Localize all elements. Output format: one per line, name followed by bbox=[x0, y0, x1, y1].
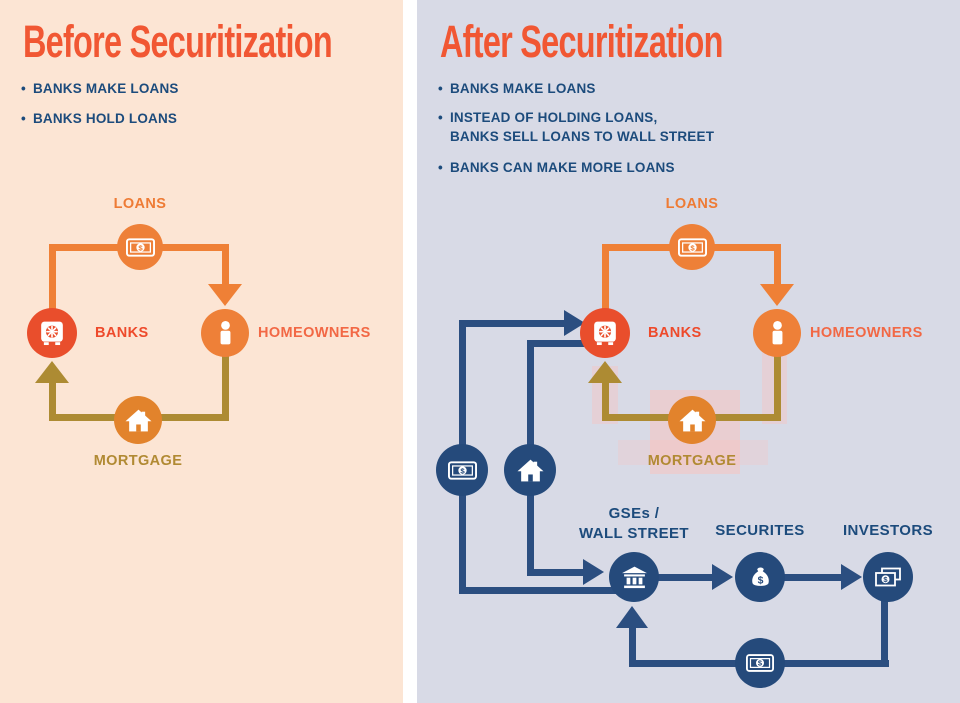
svg-text:$: $ bbox=[758, 659, 763, 668]
homeowners-node bbox=[753, 309, 801, 357]
loan-path-line bbox=[221, 243, 229, 286]
svg-text:$: $ bbox=[138, 243, 143, 252]
banks-label: BANKS bbox=[648, 325, 702, 341]
investors-node: $ bbox=[863, 552, 913, 602]
vault-icon bbox=[592, 320, 618, 346]
page-title: Before Securitization bbox=[23, 16, 333, 67]
arrow-to-gses-icon bbox=[583, 559, 604, 585]
bullet-text: BANKS HOLD LOANS bbox=[32, 111, 178, 126]
bullet-dot: • bbox=[21, 81, 26, 96]
house-icon bbox=[125, 408, 152, 432]
loans-node: $ bbox=[117, 224, 163, 270]
artifact-halo bbox=[618, 440, 768, 465]
securities-to-investors-line bbox=[784, 573, 842, 581]
loans-node: $ bbox=[669, 224, 715, 270]
cash-to-banks-line bbox=[458, 319, 566, 327]
homeowners-node bbox=[201, 309, 249, 357]
bullet-text: BANKS MAKE LOANS bbox=[449, 81, 596, 96]
loans-to-wallstreet-line bbox=[526, 568, 585, 576]
arrow-to-gses-icon bbox=[616, 606, 648, 628]
svg-text:$: $ bbox=[883, 574, 888, 583]
bullet-item: • BANKS HOLD LOANS bbox=[21, 109, 177, 128]
sold-loan-node bbox=[504, 444, 556, 496]
homeowners-label: HOMEOWNERS bbox=[258, 325, 371, 341]
arrow-to-homeowners-icon bbox=[208, 284, 242, 306]
svg-text:$: $ bbox=[460, 466, 465, 475]
arrow-to-securities-icon bbox=[712, 564, 733, 590]
bullet-item: • BANKS MAKE LOANS bbox=[21, 79, 179, 98]
loans-label: LOANS bbox=[665, 196, 719, 212]
investor-cash-return-line bbox=[881, 598, 888, 666]
house-icon bbox=[517, 458, 544, 482]
bullet-item: • INSTEAD OF HOLDING LOANS, BANKS SELL LO… bbox=[438, 108, 714, 146]
gses-wallstreet-label: GSEs / WALL STREET bbox=[554, 504, 714, 544]
securities-node: $ bbox=[735, 552, 785, 602]
loan-path-line bbox=[773, 243, 781, 286]
money-bag-icon: $ bbox=[749, 564, 772, 591]
bullet-dot: • bbox=[438, 81, 443, 96]
money-bill-icon: $ bbox=[746, 654, 774, 672]
arrow-to-banks-icon bbox=[564, 310, 585, 336]
return-cash-node: $ bbox=[735, 638, 785, 688]
bullet-text: BANKS CAN MAKE MORE LOANS bbox=[449, 160, 675, 175]
gses-to-securities-line bbox=[658, 573, 714, 581]
person-icon bbox=[216, 320, 235, 346]
mortgage-label: MORTGAGE bbox=[647, 453, 737, 469]
bullet-dot: • bbox=[438, 160, 443, 175]
bullet-text: BANKS MAKE LOANS bbox=[32, 81, 179, 96]
mortgage-node bbox=[114, 396, 162, 444]
bullet-line: BANKS SELL LOANS TO WALL STREET bbox=[449, 129, 715, 144]
loan-path-line bbox=[601, 243, 609, 311]
money-stack-icon: $ bbox=[874, 567, 902, 588]
bullet-item: • BANKS CAN MAKE MORE LOANS bbox=[438, 158, 675, 177]
mortgage-path-line bbox=[601, 383, 609, 420]
vault-icon bbox=[39, 320, 65, 346]
arrow-to-banks-icon bbox=[35, 361, 69, 383]
investor-cash-return-line bbox=[628, 628, 636, 663]
bullet-item: • BANKS MAKE LOANS bbox=[438, 79, 596, 98]
bullet-line: INSTEAD OF HOLDING LOANS, bbox=[449, 110, 658, 125]
securities-label: SECURITES bbox=[715, 522, 805, 539]
bullet-dot: • bbox=[438, 110, 443, 125]
arrow-to-investors-icon bbox=[841, 564, 862, 590]
bank-building-icon bbox=[621, 566, 648, 589]
svg-text:$: $ bbox=[690, 243, 695, 252]
loan-path-line bbox=[48, 243, 56, 311]
homeowners-label: HOMEOWNERS bbox=[810, 325, 923, 341]
arrow-to-homeowners-icon bbox=[760, 284, 794, 306]
banks-label: BANKS bbox=[95, 325, 149, 341]
mortgage-node bbox=[668, 396, 716, 444]
money-bill-icon: $ bbox=[447, 460, 477, 480]
house-icon bbox=[679, 408, 706, 432]
loans-to-wallstreet-line bbox=[526, 339, 585, 347]
gses-label-line: WALL STREET bbox=[579, 525, 689, 542]
mortgage-path-line bbox=[773, 355, 781, 420]
arrow-to-banks-icon bbox=[588, 361, 622, 383]
loans-label: LOANS bbox=[113, 196, 167, 212]
banks-node bbox=[27, 308, 77, 358]
svg-text:$: $ bbox=[757, 575, 763, 586]
person-icon bbox=[768, 320, 787, 346]
mortgage-path-line bbox=[48, 383, 56, 420]
mortgage-label: MORTGAGE bbox=[93, 453, 183, 469]
page-title: After Securitization bbox=[440, 16, 723, 67]
gses-wallstreet-node bbox=[609, 552, 659, 602]
cash-to-banks-line bbox=[458, 586, 632, 594]
mortgage-path-line bbox=[221, 355, 229, 420]
money-bill-icon: $ bbox=[677, 237, 707, 257]
bullet-dot: • bbox=[21, 111, 26, 126]
gses-label-line: GSEs / bbox=[608, 505, 660, 522]
money-bill-icon: $ bbox=[125, 237, 155, 257]
bullet-text: INSTEAD OF HOLDING LOANS, BANKS SELL LOAN… bbox=[450, 108, 714, 146]
cash-node: $ bbox=[436, 444, 488, 496]
investors-label: INVESTORS bbox=[842, 522, 933, 539]
banks-node bbox=[580, 308, 630, 358]
